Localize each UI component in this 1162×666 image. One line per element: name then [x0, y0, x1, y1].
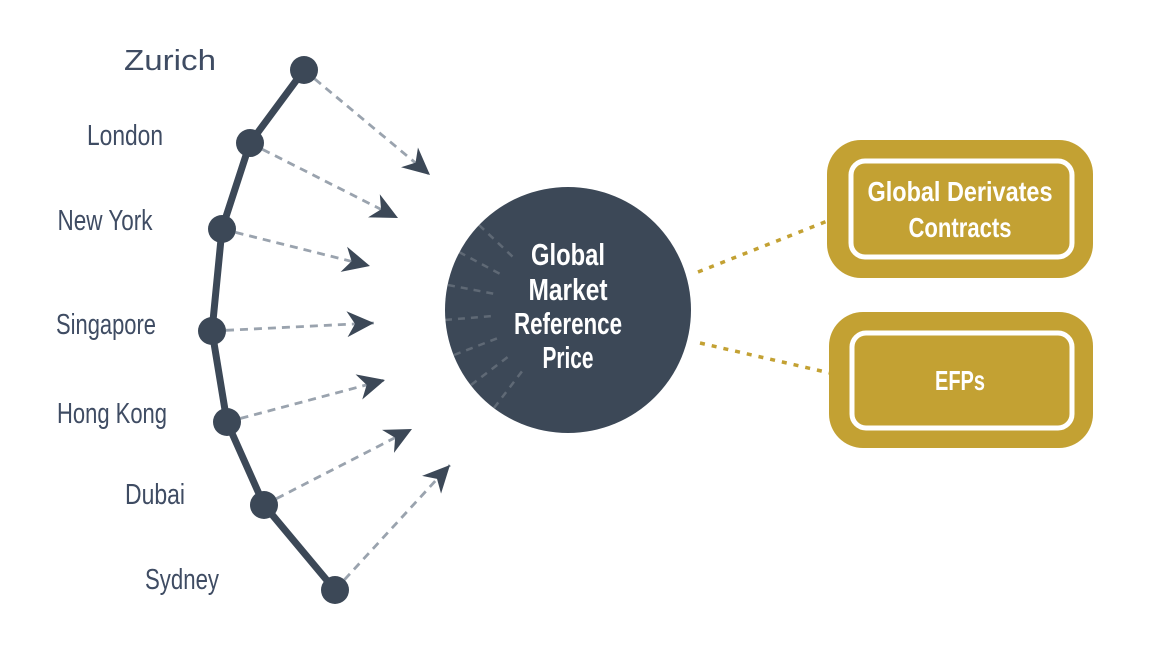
hub-title-line-4: Price	[543, 340, 594, 375]
dashed-arrow-singapore	[211, 321, 375, 333]
dash-continuation	[384, 358, 442, 382]
city-label-singapore: Singapore	[56, 309, 156, 341]
dashed-arrow-new-york	[221, 227, 371, 268]
box-outer	[827, 140, 1093, 278]
dash-continuation	[448, 418, 488, 466]
dash-continuation	[397, 216, 449, 248]
faint-dash-trace	[453, 336, 499, 357]
faint-dash-trace	[447, 283, 496, 296]
arrowhead-icon	[340, 246, 370, 272]
faint-dash-trace	[444, 314, 494, 322]
city-label-new-york: New York	[58, 205, 153, 237]
city-dot-singapore	[198, 317, 226, 345]
arrowhead-icon	[401, 147, 430, 175]
box-label-efps: EFPs	[935, 365, 985, 396]
dash-continuation	[373, 318, 433, 325]
dashed-arrow-zurich	[303, 68, 431, 177]
city-dot-sydney	[321, 576, 349, 604]
hub-title-line-2: Market	[529, 272, 608, 307]
hub-title-line-3: Reference	[514, 306, 622, 341]
output-box-global-derivates-contracts: Global Derivates Contracts	[827, 140, 1093, 278]
faint-dash-trace	[493, 369, 524, 409]
arrowhead-icon	[355, 374, 385, 400]
box-outer	[829, 312, 1093, 448]
faint-dash-trace	[478, 224, 515, 259]
city-label-zurich: Zurich	[124, 45, 216, 77]
city-label-sydney: Sydney	[145, 564, 219, 596]
city-label-dubai: Dubai	[125, 479, 185, 511]
city-label-london: London	[87, 120, 163, 152]
city-dot-hong-kong	[213, 408, 241, 436]
arrowhead-icon	[368, 194, 398, 218]
box-inner-border	[849, 330, 1075, 431]
faint-dash-trace	[470, 355, 510, 386]
arrowhead-icon	[382, 429, 412, 453]
city-dot-zurich	[290, 56, 318, 84]
dash-continuation	[428, 174, 472, 217]
hub-circle	[445, 187, 691, 433]
dashed-arrow-hong-kong	[226, 378, 386, 424]
city-dot-dubai	[250, 491, 278, 519]
faint-dash-trace	[458, 250, 503, 277]
box-inner-border	[848, 158, 1075, 260]
city-dot-new-york	[208, 215, 236, 243]
city-dot-london	[236, 129, 264, 157]
arrowhead-icon	[346, 311, 374, 338]
dashed-arrow-sydney	[333, 464, 452, 591]
box-label-line-2: Contracts	[909, 212, 1012, 243]
box-label-line-1: Global Derivates	[868, 176, 1053, 207]
gold-dotted-connector-top	[697, 218, 831, 274]
hub-title-line-1: Global	[531, 237, 605, 272]
gold-dotted-connector-bottom	[699, 341, 831, 375]
output-box-efps: EFPs	[829, 312, 1093, 448]
dash-continuation	[369, 264, 436, 284]
city-label-hong-kong: Hong Kong	[57, 398, 167, 430]
arrowhead-icon	[422, 465, 450, 494]
dashed-arrow-london	[249, 141, 399, 220]
dashed-arrow-dubai	[263, 427, 413, 507]
dash-continuation	[411, 391, 462, 431]
